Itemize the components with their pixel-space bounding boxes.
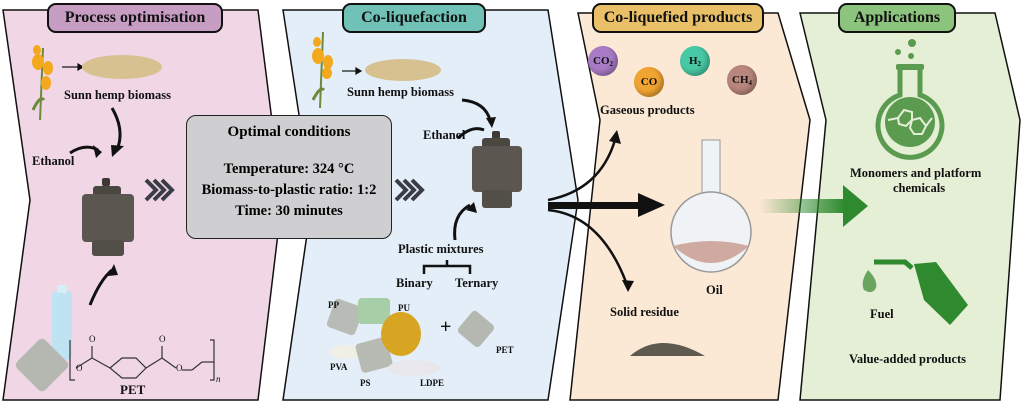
chemicals-label-line1: Monomers and platform [850, 166, 982, 180]
polymer-subscript: n [216, 374, 221, 384]
oil-label: Oil [706, 283, 723, 297]
plastic-label-ps: PS [360, 378, 371, 388]
plastic-bottle-icon [52, 290, 72, 360]
plastic-samples-icon [326, 298, 495, 376]
optimal-conditions-title: Optimal conditions [227, 124, 351, 140]
chevron-arrows-icon [144, 178, 175, 202]
bottle-cap-icon [57, 285, 67, 293]
solid-residue-icon [630, 343, 705, 356]
ethanol-label: Ethanol [32, 154, 75, 168]
gas-subscript: 2 [609, 60, 614, 68]
mixture-type-ternary: Ternary [455, 276, 499, 290]
reactor-vessel-icon [472, 131, 522, 208]
plus-sign: + [440, 316, 452, 338]
sunn-hemp-plant-icon [311, 31, 333, 109]
biomass-pile-icon [365, 59, 441, 81]
main-flow-arrow [548, 202, 640, 209]
chemical-flask-icon [875, 39, 945, 160]
chemicals-label-line2: chemicals [893, 181, 946, 195]
plastic-label-pet: PET [496, 345, 514, 355]
pet-label: PET [120, 382, 146, 397]
chevron-arrows-icon [394, 178, 425, 202]
arrowhead-icon [609, 130, 621, 144]
ester-oxygen-1: O [76, 363, 83, 373]
carbonyl-oxygen-2: O [159, 334, 166, 344]
application-arrow [760, 199, 845, 213]
optimal-conditions-box: Optimal conditions Temperature: 324 °C B… [186, 115, 392, 239]
arrowhead-icon [108, 264, 118, 276]
flow-arrows [69, 98, 628, 306]
arrowhead-icon [466, 202, 477, 213]
biomass-label-2: Sunn hemp biomass [347, 85, 454, 99]
small-arrows [62, 62, 363, 76]
pet-pellets-icon [15, 338, 69, 392]
plastic-label-pu: PU [398, 303, 410, 313]
carbonyl-oxygen-1: O [89, 334, 96, 344]
gas-bubble-co2: CO2 [588, 46, 618, 76]
arrowhead-icon [843, 185, 868, 227]
sunn-hemp-plant-icon [31, 45, 53, 121]
plastic-mixtures-label: Plastic mixtures [398, 242, 484, 256]
biomass-pile-icon [82, 55, 162, 79]
value-added-products-label: Value-added products [849, 352, 967, 366]
round-bottom-flask-icon [670, 139, 752, 273]
mixture-bracket [422, 260, 472, 274]
arrowhead-icon [638, 193, 665, 217]
pet-chemical-structure [69, 339, 215, 381]
solid-residue-label: Solid residue [610, 305, 679, 319]
gas-name: H [688, 55, 698, 67]
arrowhead-icon [111, 145, 124, 157]
condition-time: Time: 30 minutes [235, 203, 343, 219]
panel-title-coliquefied-products: Co-liquefied products [592, 3, 764, 33]
ethanol-label-2: Ethanol [423, 128, 466, 142]
gas-subscript: 2 [697, 60, 702, 68]
gas-name: CH [732, 74, 749, 86]
plastic-label-pva: PVA [330, 362, 348, 372]
fuel-nozzle-icon [862, 259, 968, 325]
gas-bubble-h2: H2 [680, 46, 710, 76]
panel-title-applications: Applications [838, 3, 956, 33]
condition-temperature: Temperature: 324 °C [223, 161, 355, 177]
ester-oxygen-2: O [176, 363, 183, 373]
biomass-label: Sunn hemp biomass [64, 88, 171, 102]
gaseous-products-label: Gaseous products [600, 103, 695, 117]
plastic-label-ldpe: LDPE [420, 378, 445, 388]
condition-ratio: Biomass-to-plastic ratio: 1:2 [201, 182, 377, 198]
panel-process-optimisation [2, 9, 283, 401]
gas-subscript: 4 [748, 79, 753, 87]
panel-title-process-optimisation: Process optimisation [47, 3, 223, 33]
fuel-label: Fuel [870, 307, 894, 321]
arrowhead-icon [622, 280, 634, 292]
gas-name: CO [593, 55, 610, 67]
gas-bubble-co: CO [634, 67, 664, 97]
mixture-type-binary: Binary [396, 276, 433, 290]
panel-title-coliquefaction: Co-liquefaction [342, 3, 486, 33]
plastic-label-pp: PP [328, 300, 339, 310]
reactor-vessel-icon [82, 178, 134, 256]
arrowhead-icon [93, 145, 102, 158]
gas-bubble-ch4: CH4 [727, 65, 757, 95]
arrowhead-icon [486, 117, 496, 128]
gas-name: CO [640, 76, 658, 88]
